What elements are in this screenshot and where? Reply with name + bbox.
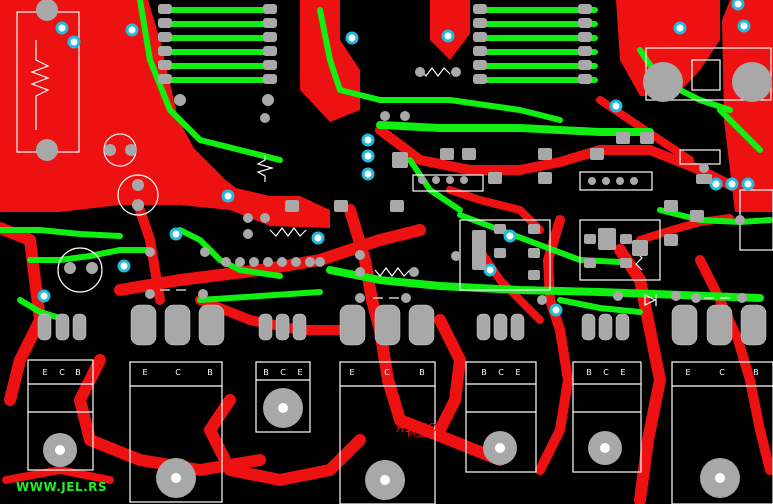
bottom-copper-traces [0,96,773,504]
pin-label: B [263,368,269,377]
transistor-packages [27,359,773,504]
pin-label: B [419,368,425,377]
component-pads [36,0,747,305]
pin-label: C [384,368,390,377]
pin-label: C [719,368,725,377]
pin-label: C [603,368,609,377]
pin-label: E [42,368,47,377]
pin-label: C [498,368,504,377]
pin-label: B [207,368,213,377]
site-url-label: WWW.JEL.RS [16,480,108,494]
pin-label: E [349,368,354,377]
pin-label: B [753,368,759,377]
smd-components [472,174,712,270]
transistor-pads [37,304,767,346]
pin-label: B [586,368,592,377]
transistor-pin-labels: E C B E C B B C E E C B B C E B C E E C … [42,368,758,377]
pin-label: C [175,368,181,377]
pin-label: C [280,368,286,377]
component-layer-label: ELEM [407,429,434,440]
pin-label: E [515,368,520,377]
pin-label: B [75,368,81,377]
pin-label: E [685,368,690,377]
mounting-holes [43,62,772,500]
pin-label: C [59,368,65,377]
vias [37,0,755,317]
pin-label: E [142,368,147,377]
pin-label: E [620,368,625,377]
pin-label: E [297,368,302,377]
pin-label: B [481,368,487,377]
